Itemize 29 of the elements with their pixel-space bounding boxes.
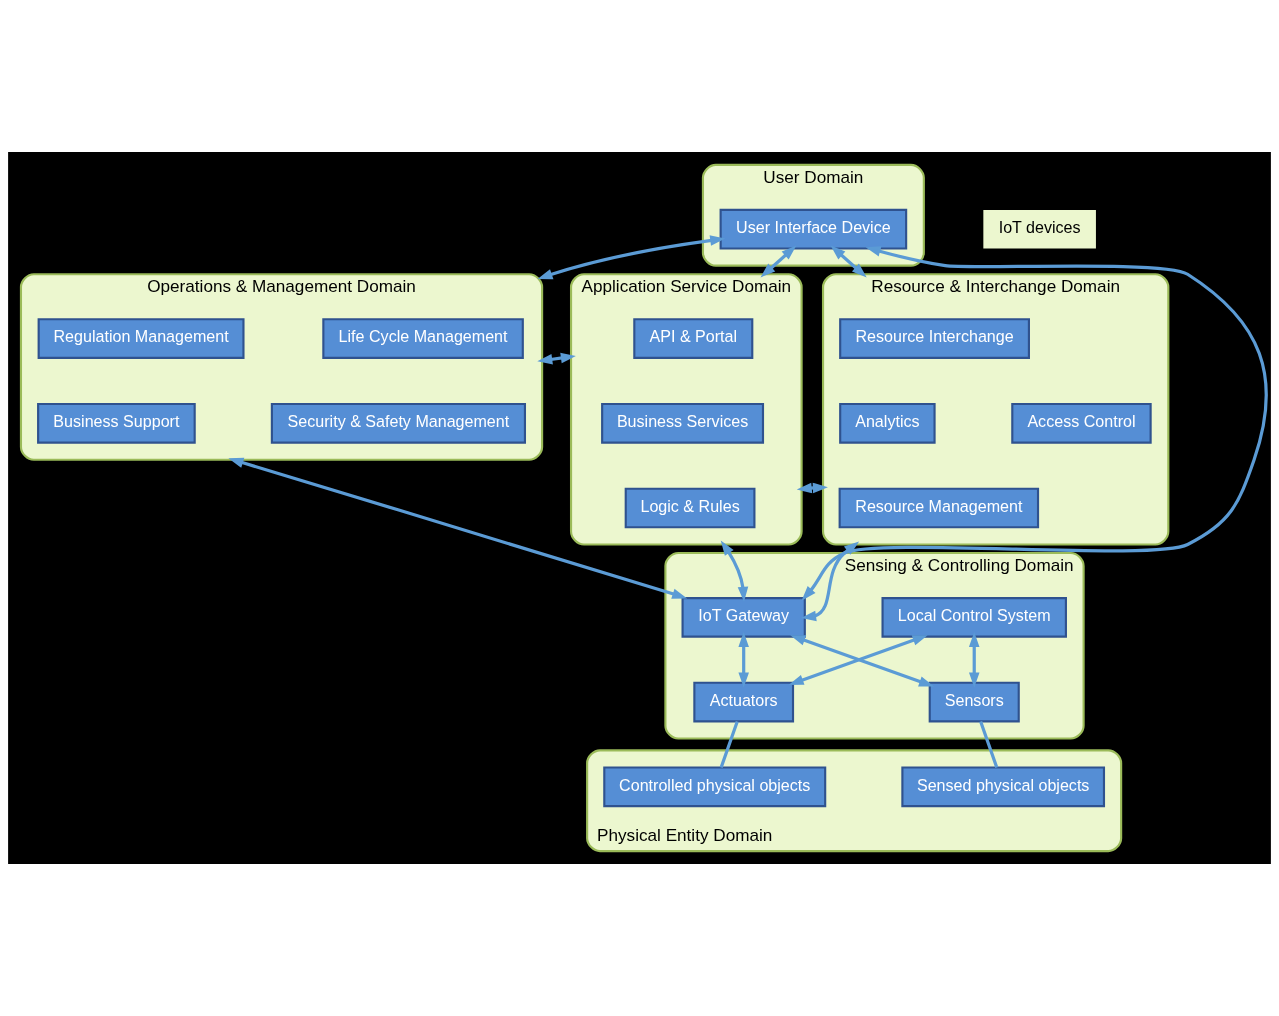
node-box: IoT Gateway [681, 597, 806, 638]
node-box: Regulation Management [37, 318, 245, 359]
node-box: User Interface Device [719, 208, 908, 250]
arrow [720, 540, 749, 602]
node-box: Business Support [37, 402, 196, 444]
node-box: Controlled physical objects [603, 766, 827, 808]
node-box: Sensors [928, 681, 1020, 723]
node-box: API & Portal [633, 318, 754, 359]
arrow [801, 246, 1268, 601]
label: IoT devices [998, 217, 1081, 236]
node-box: Resource Management [838, 487, 1040, 529]
node-box: Life Cycle Management [322, 318, 524, 359]
node-box: Sensed physical objects [901, 766, 1106, 808]
arrow [760, 245, 797, 278]
node-box: Actuators [693, 681, 795, 723]
arrow [968, 631, 980, 688]
arrow [830, 245, 867, 278]
node-box: Security & Safety Management [270, 402, 526, 444]
node-box: Resource Interchange [839, 318, 1030, 359]
arrow [796, 482, 828, 494]
arrow [738, 631, 749, 688]
arrow [537, 235, 726, 280]
arrow [801, 541, 860, 622]
arrow [228, 457, 688, 599]
node-box: Logic & Rules [624, 487, 756, 529]
node-box: Business Services [601, 402, 765, 444]
node-box: Analytics [839, 402, 936, 444]
node-box: Local Control System [881, 597, 1067, 638]
node-box: Access Control [1011, 402, 1152, 444]
